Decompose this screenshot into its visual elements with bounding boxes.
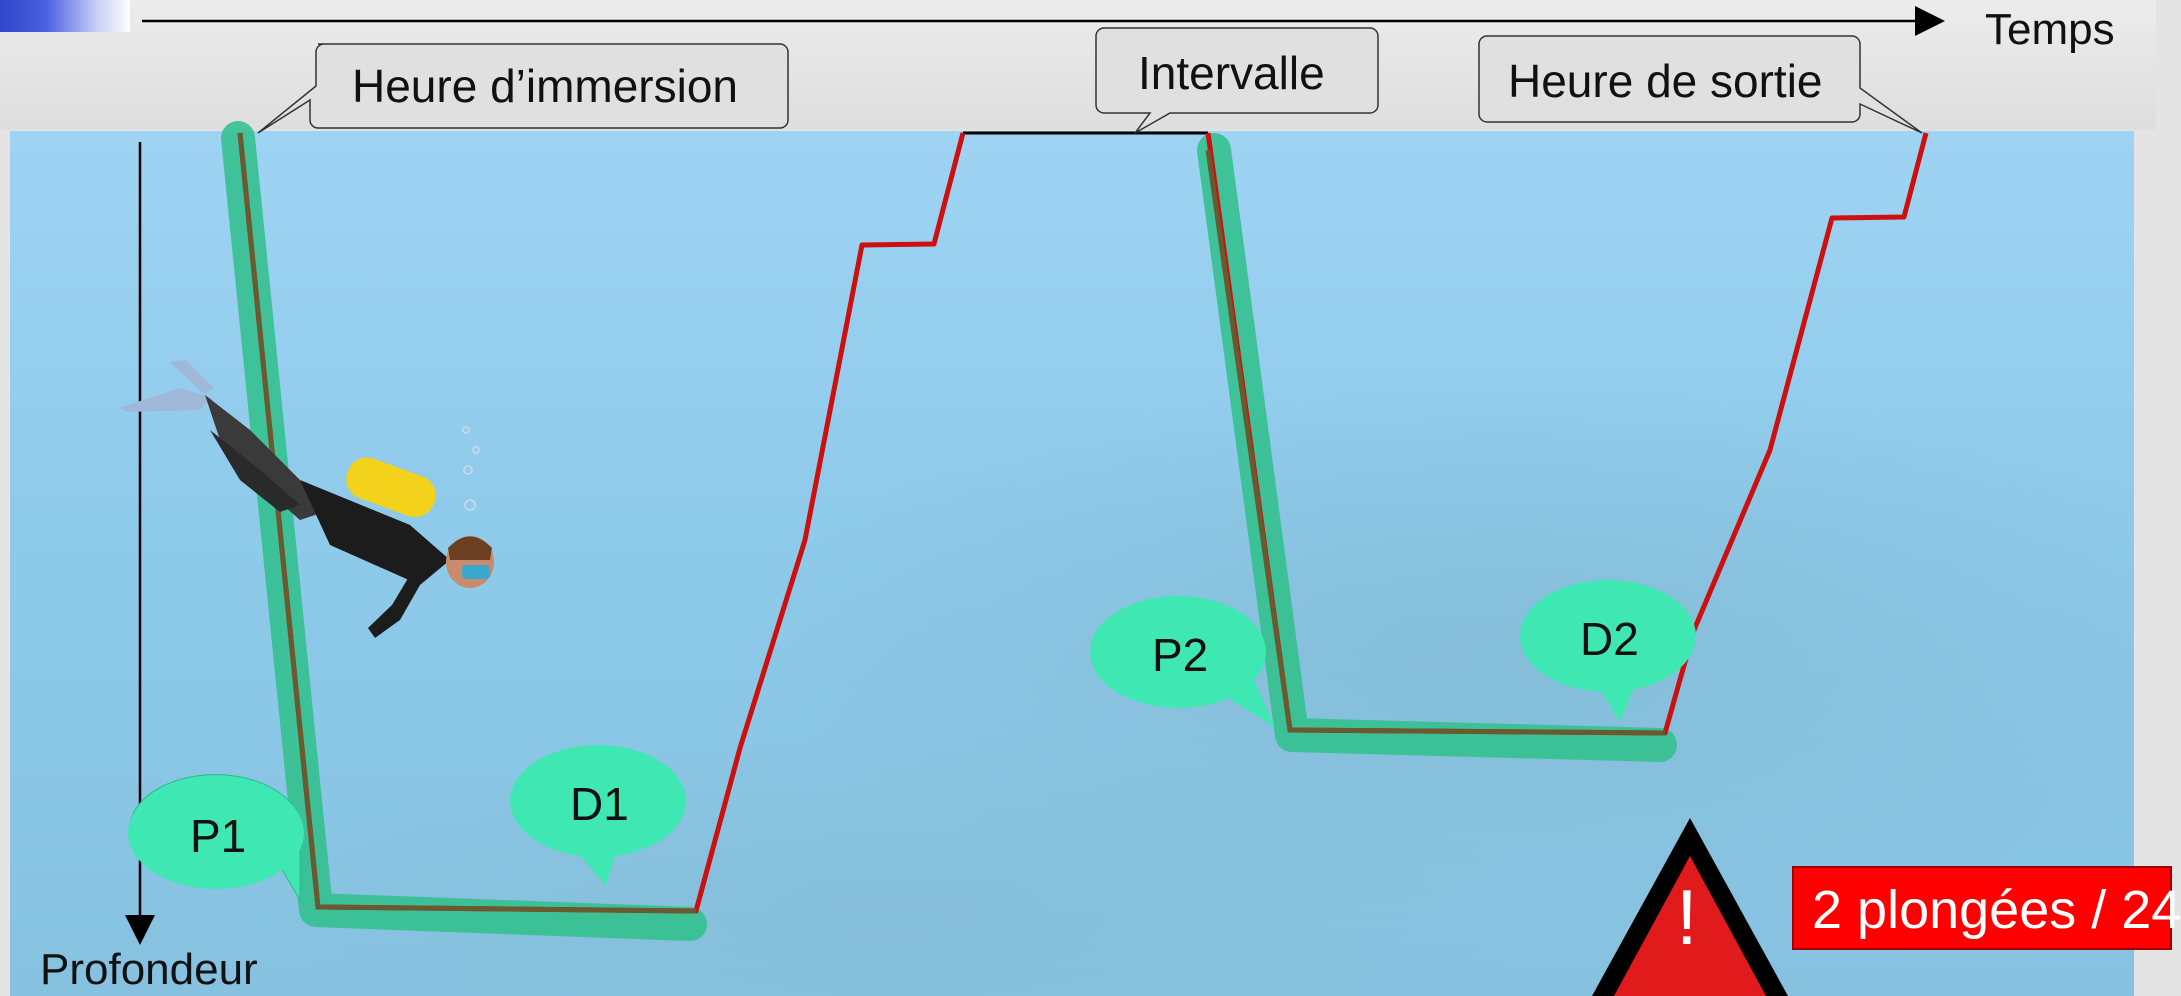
time-axis-label: Temps	[1985, 5, 2115, 54]
callout-immersion	[257, 43, 789, 134]
bubble-p1-label: P1	[190, 810, 247, 862]
bubble-d1	[510, 745, 686, 886]
warning-triangle-icon	[1592, 818, 1788, 996]
callout-exit	[1478, 35, 1923, 134]
bubble-d2	[1520, 580, 1696, 722]
underwater-background	[10, 131, 2134, 996]
bubble-p1	[128, 774, 304, 902]
dive-2-highlight	[1197, 133, 1677, 762]
warning-exclamation: !	[1676, 873, 1698, 961]
callout-immersion-label: Heure d’immersion	[352, 60, 739, 112]
dive-1-bottom-line	[237, 132, 697, 914]
bubble-d2-label: D2	[1580, 613, 1639, 665]
bubble-p2	[1090, 596, 1275, 727]
callout-interval-label: Intervalle	[1138, 47, 1325, 99]
callout-exit-label: Heure de sortie	[1508, 55, 1823, 107]
slide-logo	[0, 0, 130, 32]
dive-2-bottom-line	[1205, 149, 1666, 736]
bubble-d1-label: D1	[570, 778, 629, 830]
callout-interval	[1095, 27, 1379, 134]
depth-axis-label: Profondeur	[40, 945, 258, 994]
diver-illustration	[118, 360, 494, 638]
bubble-p2-label: P2	[1152, 629, 1209, 681]
warning-message: 2 plongées / 24	[1792, 866, 2181, 950]
